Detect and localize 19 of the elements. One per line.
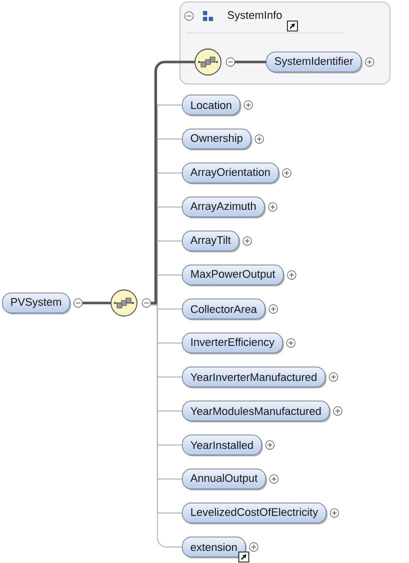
connector-line bbox=[82, 302, 111, 304]
connector-line bbox=[235, 60, 266, 64]
element-box: YearInstalled bbox=[182, 434, 263, 456]
connector-line bbox=[151, 60, 195, 304]
element-box: MaxPowerOutput bbox=[182, 264, 285, 286]
element-box: SystemIdentifier bbox=[266, 52, 363, 74]
element-box: AnnualOutput bbox=[182, 468, 268, 490]
element-box: LevelizedCostOfElectricity bbox=[182, 502, 328, 524]
element-box: ArrayAzimuth bbox=[182, 196, 266, 218]
element-box: YearInverterManufactured bbox=[182, 366, 327, 388]
element-box: PVSystem bbox=[2, 292, 72, 314]
element-box: Location bbox=[182, 94, 242, 116]
element-box: YearModulesManufactured bbox=[182, 400, 331, 422]
element-box: CollectorArea bbox=[182, 298, 266, 320]
element-box: Ownership bbox=[182, 128, 252, 150]
element-box: ArrayTilt bbox=[182, 230, 240, 252]
element-box: extension bbox=[182, 536, 247, 558]
element-box: ArrayOrientation bbox=[182, 162, 280, 184]
element-box: InverterEfficiency bbox=[182, 332, 284, 354]
